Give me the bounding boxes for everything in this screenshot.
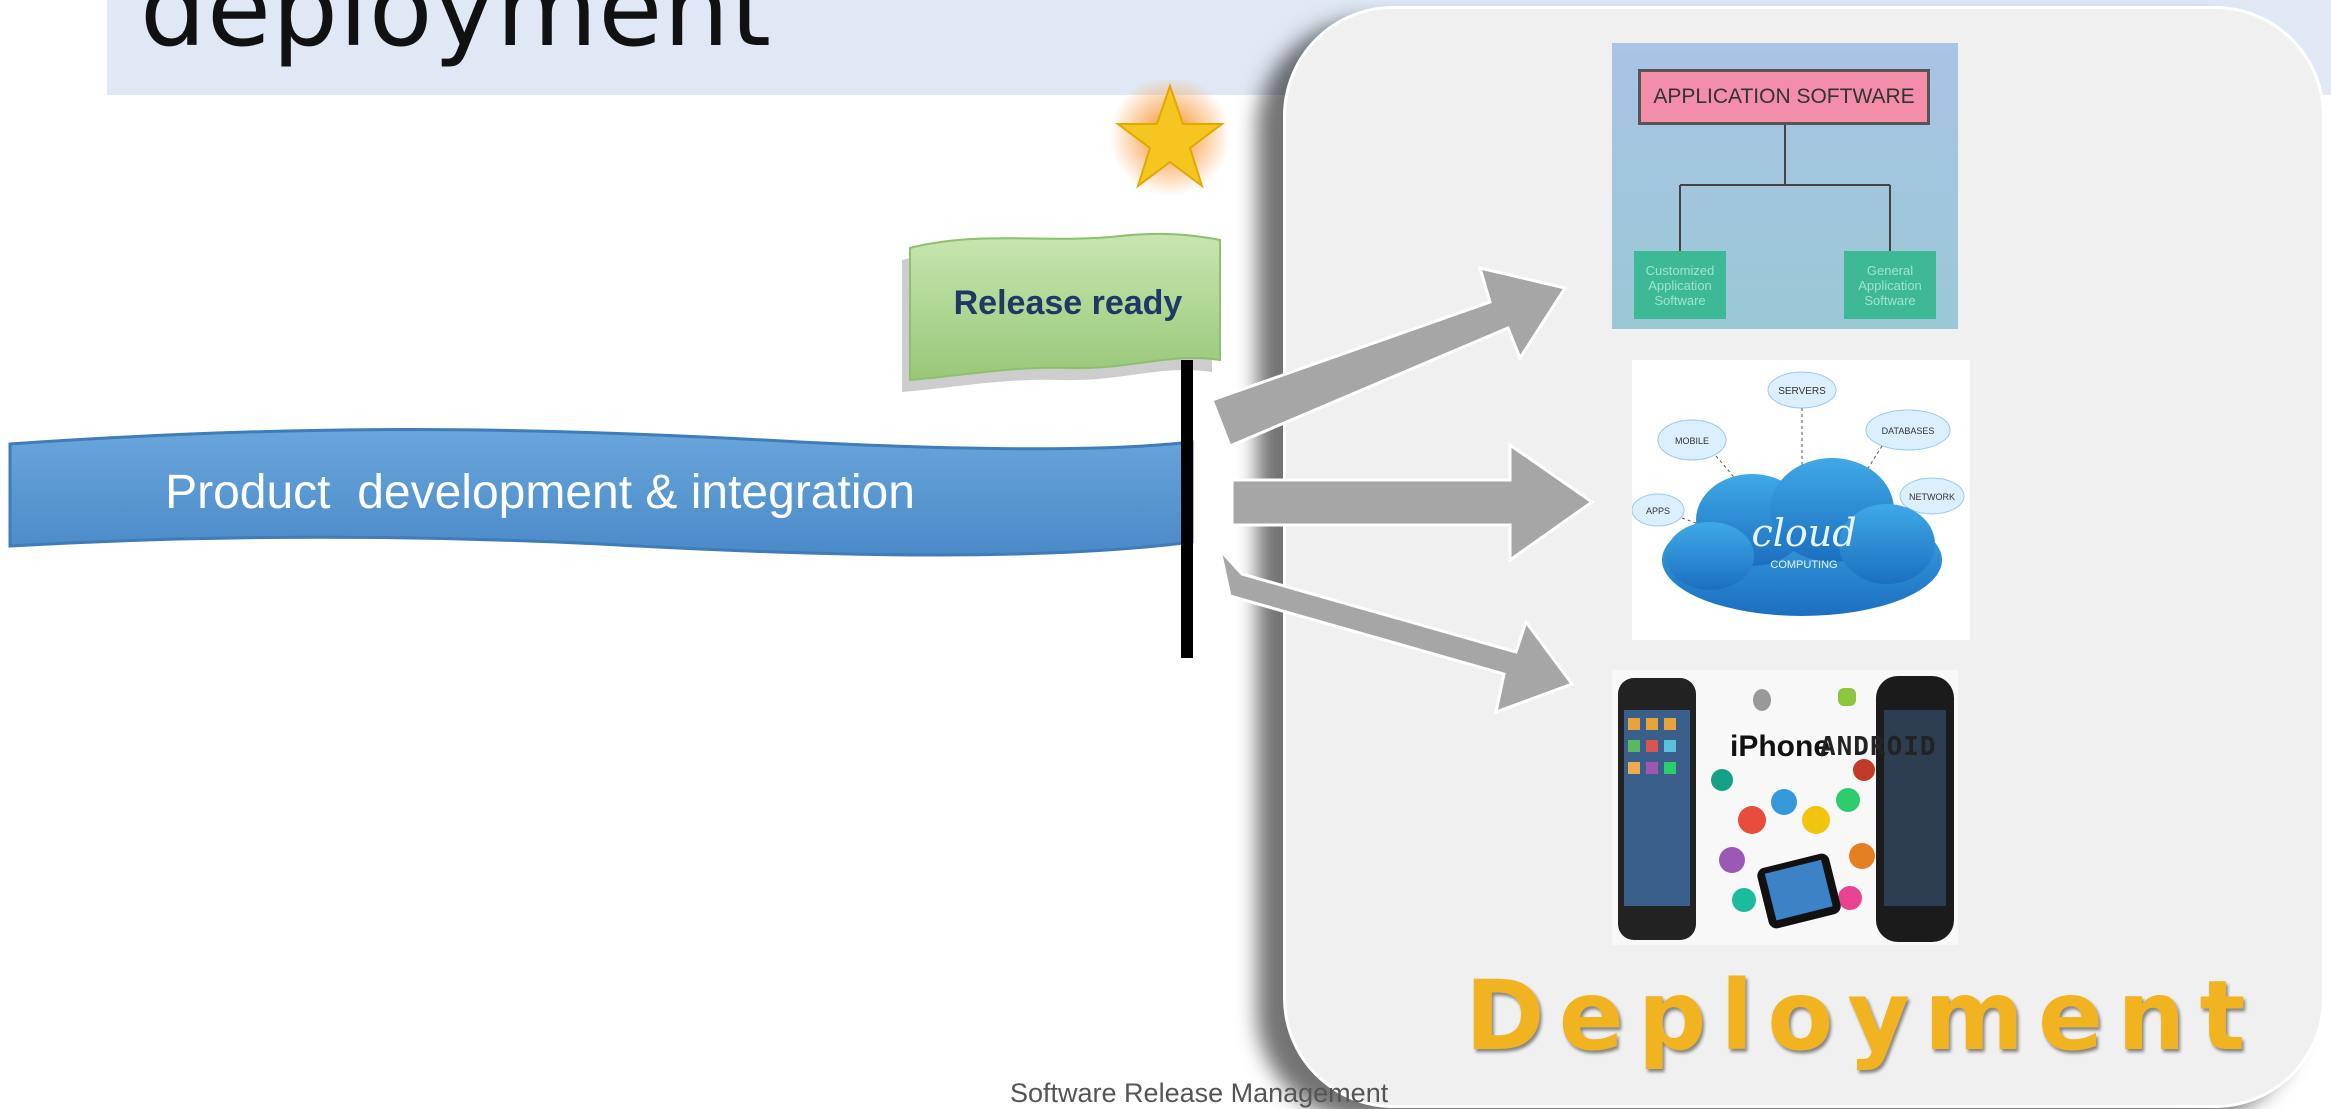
deployment-arrows [1210,265,1595,715]
cloud-center-label: cloud [1751,511,1856,555]
arrow-to-mobile [1217,544,1575,715]
deployment-label: Deployment [1465,960,2260,1072]
cloud-node-mobile: MOBILE [1675,436,1709,446]
star-icon [1110,80,1230,196]
android-icon [1838,688,1856,706]
android-label: ANDROID [1820,732,1937,762]
slide-title: deployment [140,0,773,70]
mobile-platforms-card: iPhone ANDROID [1612,670,1958,945]
release-flag: Release ready [902,232,1221,392]
cloud-node-apps: APPS [1646,506,1670,516]
release-milestone-line [1181,360,1193,658]
cloud-node-servers: SERVERS [1778,386,1826,397]
app-software-card: APPLICATION SOFTWARE Customized Applicat… [1612,43,1958,329]
arrow-to-app-software [1210,265,1568,448]
app-software-title: APPLICATION SOFTWARE [1638,69,1930,125]
cloud-sub-label: COMPUTING [1770,559,1837,571]
general-app-box: General Application Software [1844,251,1936,319]
slide-footer: Software Release Management [1010,1078,1389,1108]
arrow-to-cloud [1230,442,1595,563]
release-flag-label: Release ready [954,284,1183,322]
cloud-node-network: NETWORK [1909,492,1955,502]
cloud-computing-card: SERVERS MOBILE DATABASES APPS NETWORK cl… [1632,360,1970,640]
customized-app-box: Customized Application Software [1634,251,1726,319]
dev-banner: Product development & integration [8,428,1194,557]
iphone-label: iPhone [1730,730,1831,763]
cloud-node-databases: DATABASES [1882,426,1935,436]
apple-icon [1753,689,1771,711]
dev-banner-label: Product development & integration [165,466,915,519]
